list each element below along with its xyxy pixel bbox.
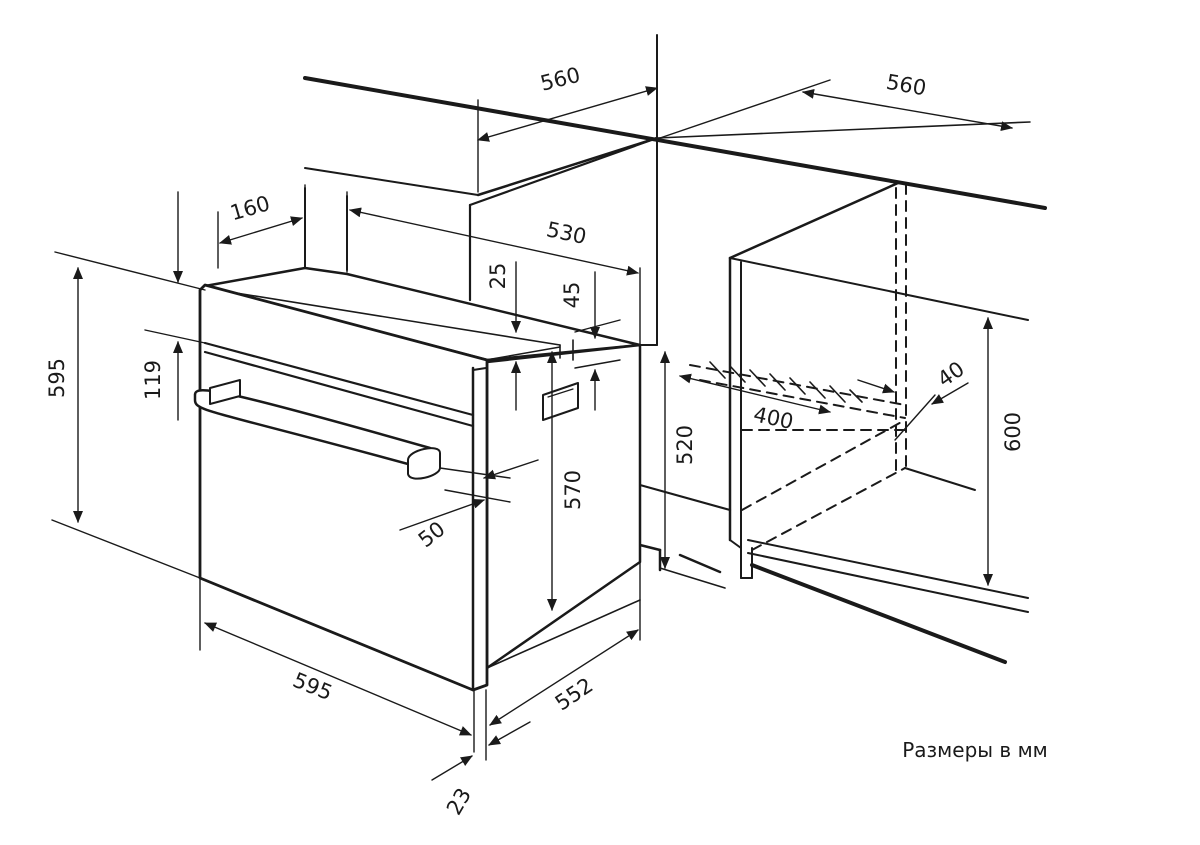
dim-cabinet-depth-right: 560 (884, 70, 928, 101)
dim-vent-width: 400 (751, 402, 795, 434)
dim-oven-width: 595 (290, 668, 336, 705)
dim-rear-offset: 160 (227, 191, 272, 225)
dim-door-thickness: 23 (442, 784, 476, 819)
dim-body-height: 570 (561, 470, 585, 510)
dimension-lines (51, 79, 1013, 781)
dim-rear-step: 45 (560, 282, 584, 309)
dim-panel-height: 119 (141, 360, 165, 400)
dim-vent-depth: 40 (933, 357, 969, 392)
dim-top-gap: 25 (486, 263, 510, 290)
oven (193, 266, 642, 692)
dim-niche-depth: 530 (544, 217, 588, 249)
dim-body-depth: 552 (551, 673, 598, 715)
dim-niche-height-under: 520 (673, 425, 697, 465)
dim-oven-height: 595 (45, 358, 69, 398)
units-caption: Размеры в мм (902, 738, 1048, 762)
right-niche (689, 181, 1029, 664)
dim-cabinet-width-top: 560 (538, 63, 583, 96)
dim-niche-height: 600 (1001, 412, 1025, 452)
